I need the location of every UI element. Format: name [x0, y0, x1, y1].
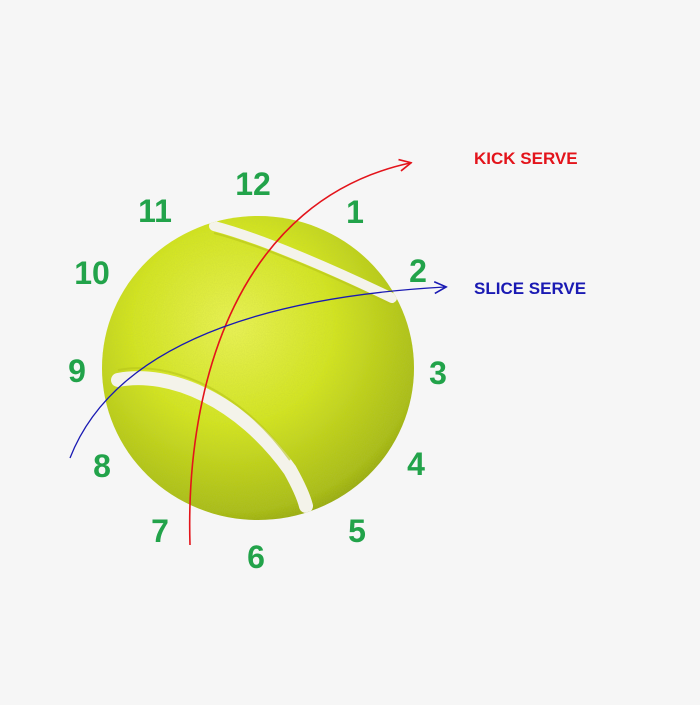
slice-serve-label: SLICE SERVE — [474, 279, 586, 298]
clock-number-10: 10 — [74, 255, 110, 291]
ball-body — [102, 216, 414, 520]
clock-number-9: 9 — [68, 353, 86, 389]
ball-seam-top-edge — [213, 232, 393, 306]
kick-serve-arrow-icon — [188, 163, 410, 546]
clock-number-4: 4 — [407, 446, 425, 482]
clock-number-2: 2 — [409, 253, 427, 289]
ball-seam-bottom-edge — [117, 367, 291, 461]
ball-seam-top — [209, 221, 397, 303]
ball-seams — [111, 221, 397, 513]
clock-number-7: 7 — [151, 513, 169, 549]
clock-face-numbers: 12 1 2 3 4 5 6 7 8 9 10 11 — [68, 166, 447, 575]
clock-number-8: 8 — [93, 448, 111, 484]
clock-number-1: 1 — [346, 194, 364, 230]
slice-serve-arrow-icon — [69, 287, 445, 459]
clock-number-3: 3 — [429, 355, 447, 391]
clock-number-6: 6 — [247, 539, 265, 575]
tennis-ball — [102, 216, 414, 520]
clock-number-11: 11 — [138, 193, 172, 229]
clock-number-12: 12 — [235, 166, 271, 202]
ball-seam-bottom — [111, 371, 313, 513]
clock-number-5: 5 — [348, 513, 366, 549]
kick-serve-label: KICK SERVE — [474, 149, 578, 168]
